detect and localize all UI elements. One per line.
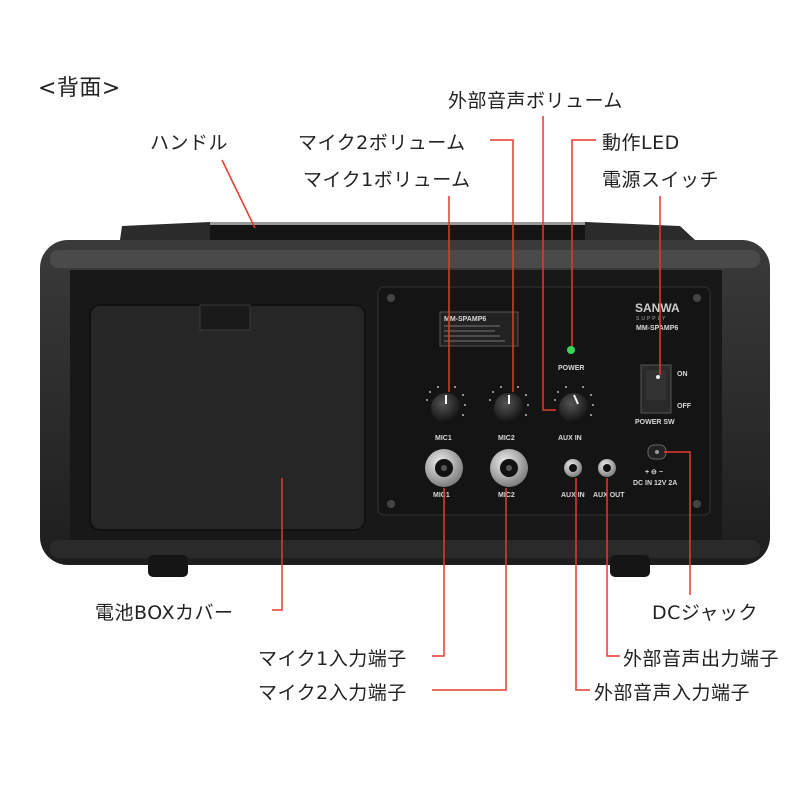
brand-logo: SANWA xyxy=(635,301,680,315)
aux-input-jack[interactable] xyxy=(564,459,582,477)
handle xyxy=(120,222,695,244)
label-battery-cover: 電池BOXカバー xyxy=(95,602,234,624)
foot xyxy=(148,555,188,577)
aux-out-jack-label: AUX OUT xyxy=(593,492,625,499)
power-led-label: POWER xyxy=(558,365,584,372)
label-aux-input: 外部音声入力端子 xyxy=(594,682,751,704)
label-mic1-volume: マイク1ボリューム xyxy=(303,169,471,191)
brand-sub: SUPPLY xyxy=(636,316,667,322)
aux-output-jack[interactable] xyxy=(598,459,616,477)
label-aux-output: 外部音声出力端子 xyxy=(623,648,780,670)
mic1-input-jack[interactable] xyxy=(425,449,463,487)
label-mic1-input: マイク1入力端子 xyxy=(258,648,407,670)
label-handle: ハンドル xyxy=(150,132,229,154)
switch-on-label: ON xyxy=(677,371,688,378)
label-led: 動作LED xyxy=(602,132,680,154)
mic2-input-jack[interactable] xyxy=(490,449,528,487)
aux-in-jack-label: AUX IN xyxy=(561,492,585,499)
leader-lines xyxy=(221,116,691,691)
label-mic2-input: マイク2入力端子 xyxy=(258,682,407,704)
dc-in-label: DC IN 12V 2A xyxy=(633,480,677,487)
mic2-volume-knob[interactable] xyxy=(494,393,524,423)
spec-plate xyxy=(439,311,519,347)
label-aux-volume: 外部音声ボリューム xyxy=(448,90,623,112)
mic2-knob-label: MIC2 xyxy=(498,435,515,442)
power-sw-label: POWER SW xyxy=(635,419,675,426)
mic1-knob-label: MIC1 xyxy=(435,435,452,442)
mic1-jack-label: MIC1 xyxy=(433,492,450,499)
foot xyxy=(610,555,650,577)
page-title: <背面> xyxy=(38,76,121,101)
aux-in-knob-label: AUX IN xyxy=(558,435,582,442)
label-dc-jack: DCジャック xyxy=(652,602,758,624)
label-mic2-volume: マイク2ボリューム xyxy=(298,132,466,154)
switch-off-label: OFF xyxy=(677,403,692,410)
dc-jack[interactable] xyxy=(647,444,667,460)
panel-model: MM-SPAMP6 xyxy=(636,325,678,332)
power-led xyxy=(567,346,575,354)
spec-plate-model: MM-SPAMP6 xyxy=(444,316,486,323)
label-power-switch: 電源スイッチ xyxy=(602,169,720,191)
power-switch[interactable] xyxy=(640,364,672,414)
battery-cover[interactable] xyxy=(89,304,366,531)
mic1-volume-knob[interactable] xyxy=(431,393,461,423)
dc-polarity: + ⊖ − xyxy=(645,469,663,476)
aux-volume-knob[interactable] xyxy=(559,393,589,423)
